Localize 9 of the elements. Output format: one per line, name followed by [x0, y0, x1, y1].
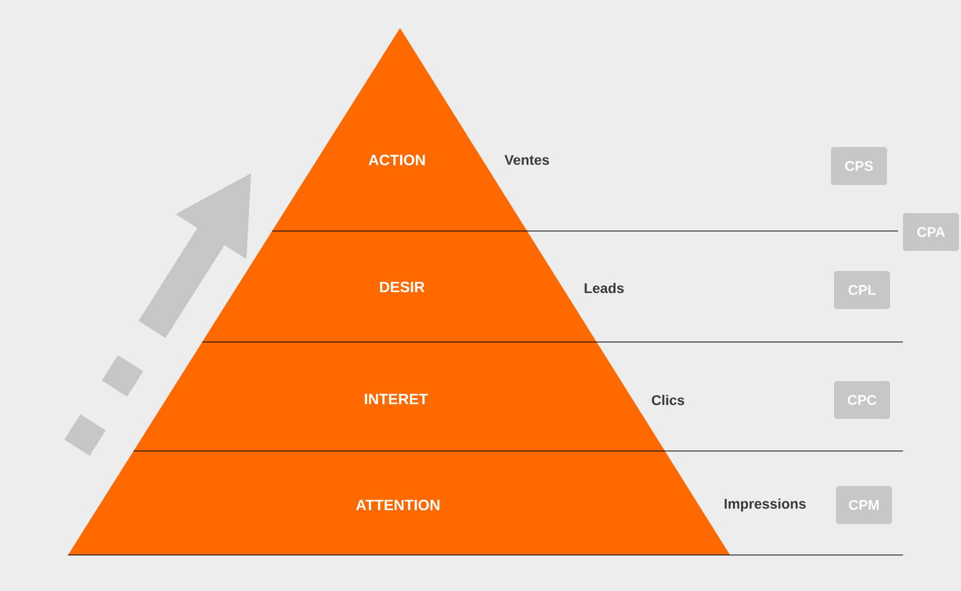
metric-box: CPC — [834, 380, 890, 419]
node-label: ACTION — [368, 154, 425, 166]
metric-box: CPL — [834, 270, 890, 309]
node-label: INTERET — [364, 394, 428, 404]
node-label: DESIR — [380, 282, 425, 292]
metric-box: CPM — [836, 486, 892, 524]
metric-box: CPA — [903, 213, 959, 251]
metric-box: CPS — [831, 146, 887, 185]
node-label: ATTENTION — [356, 500, 440, 510]
